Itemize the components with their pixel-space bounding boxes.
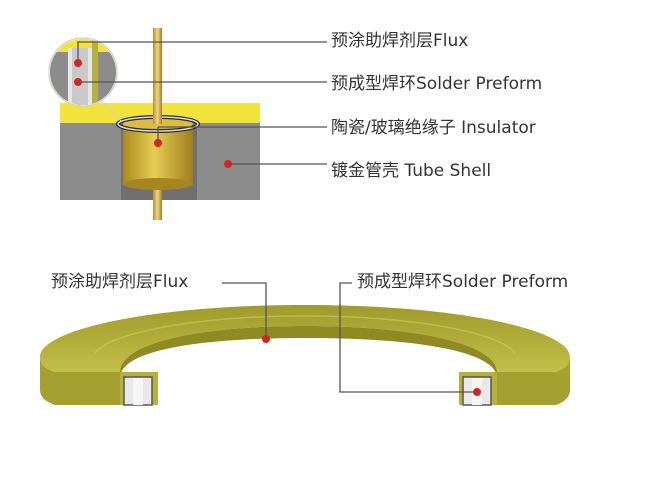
- leader-lines-top: [77, 41, 327, 165]
- label-solder-preform-bottom: 预成型焊环Solder Preform: [357, 272, 569, 292]
- tube-shell-assembly: [48, 28, 327, 220]
- leader-lines-bottom: [222, 282, 477, 393]
- label-tube-shell: 镀金管壳 Tube Shell: [331, 161, 492, 181]
- ring-outer-side: [40, 357, 120, 405]
- ring-cut-left: [120, 372, 158, 406]
- ring-inner-wall: [120, 326, 497, 378]
- label-insulator: 陶瓷/玻璃绝缘子 Insulator: [331, 118, 536, 138]
- solder-ring-assembly: [40, 282, 570, 406]
- label-flux-bottom: 预涂助焊剂层Flux: [51, 272, 189, 292]
- magnified-inset: [48, 37, 123, 123]
- label-flux-top: 预涂助焊剂层Flux: [331, 31, 469, 51]
- ring-top-surface: [40, 305, 570, 372]
- label-solder-preform-top: 预成型焊环Solder Preform: [331, 74, 543, 94]
